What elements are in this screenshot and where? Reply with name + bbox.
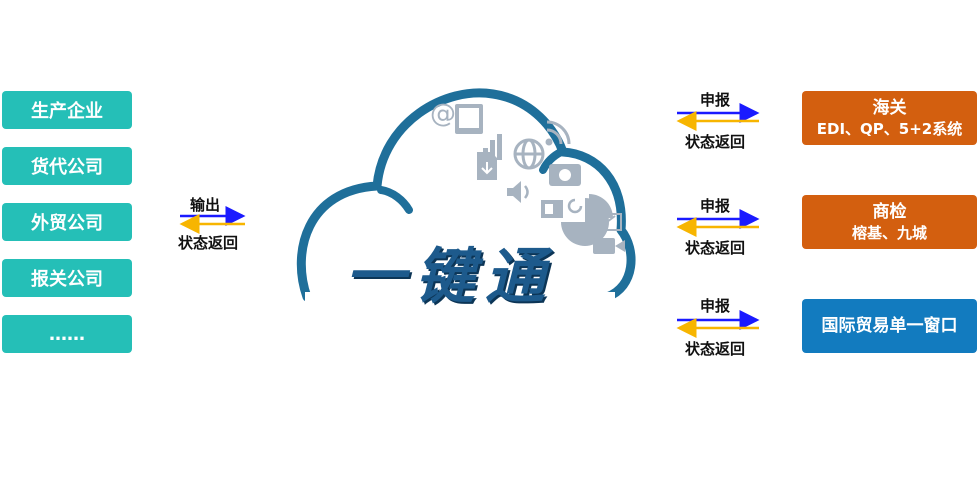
- camera-icon: [549, 164, 581, 186]
- brand-title: 一键通: [345, 228, 555, 315]
- right-item-title: 商检: [873, 201, 907, 223]
- right-item-title: 国际贸易单一窗口: [822, 315, 958, 337]
- right-out-label-2: 申报: [700, 195, 730, 216]
- right-item-subtitle: EDI、QP、5+2系统: [817, 119, 962, 139]
- book-icon: [455, 104, 483, 134]
- download-doc-icon: [477, 152, 497, 180]
- svg-text:@: @: [430, 99, 456, 129]
- news-icon: [541, 200, 563, 218]
- right-out-label-1: 申报: [700, 89, 730, 110]
- right-item-title: 海关: [873, 97, 907, 119]
- right-out-label-3: 申报: [700, 295, 730, 316]
- left-out-label: 输出: [190, 194, 220, 215]
- right-return-label-1: 状态返回: [685, 131, 745, 152]
- right-item-customs: 海关 EDI、QP、5+2系统: [802, 91, 977, 145]
- right-item-subtitle: 榕基、九城: [852, 223, 927, 243]
- left-return-label: 状态返回: [178, 232, 238, 253]
- right-item-inspection: 商检 榕基、九城: [802, 195, 977, 249]
- right-item-single-window: 国际贸易单一窗口: [802, 299, 977, 353]
- right-return-label-2: 状态返回: [685, 237, 745, 258]
- at-icon: @: [430, 99, 456, 129]
- right-return-label-3: 状态返回: [685, 338, 745, 359]
